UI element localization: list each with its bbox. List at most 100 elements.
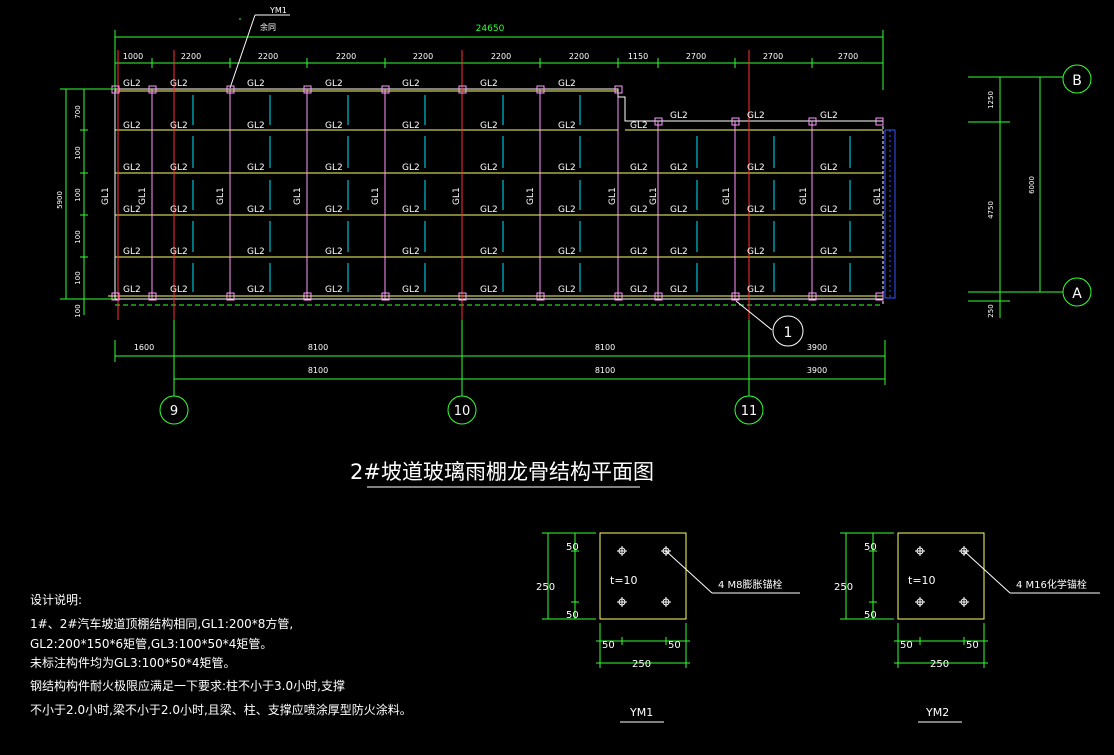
gl1-label: GL1: [873, 187, 883, 205]
gl2-label: GL2: [747, 163, 765, 173]
ym2-detail: t=10 4 M16化学锚栓 50 250 50 50 50 250 YM2: [834, 532, 1100, 723]
gl2-label: GL2: [670, 247, 688, 257]
top-dim-9: 2700: [686, 52, 706, 61]
bottom-dim-2: 8100: [595, 366, 615, 375]
gl2-label: GL2: [247, 163, 265, 173]
ym1-callout: YM1 余同: [229, 6, 290, 89]
gl2-label: GL2: [820, 247, 838, 257]
gl2-label: GL2: [630, 205, 648, 215]
gl2-beams: [115, 129, 883, 258]
gl2-label: GL2: [123, 121, 141, 131]
notes-line: 1#、2#汽车坡道顶棚结构相同,GL1:200*8方管,: [30, 616, 293, 631]
gl2-label: GL2: [123, 285, 141, 295]
axis-10-label: 10: [454, 404, 471, 419]
bottom-dimension-lines: [114, 320, 886, 396]
gl2-label: GL2: [820, 163, 838, 173]
gl2-label: GL2: [630, 285, 648, 295]
top-dim-6: 2200: [491, 52, 511, 61]
axis-bubble-10: 10: [447, 395, 477, 425]
axis-bubble-A: A: [1062, 277, 1092, 307]
design-notes: 设计说明: 1#、2#汽车坡道顶棚结构相同,GL1:200*8方管, GL2:2…: [30, 592, 412, 717]
detail-callout-1: 1: [735, 300, 804, 347]
left-dim: 700: [74, 105, 82, 118]
gl1-columns: [151, 89, 813, 299]
axis-9-label: 9: [170, 404, 178, 419]
gl2-label: GL2: [670, 163, 688, 173]
gl2-labels: GL2 GL2 GL2 GL2 GL2 GL2 GL2 GL2 GL2 GL2 …: [123, 79, 838, 295]
gl1-label: GL1: [101, 187, 111, 205]
ym2-dim-side: 250: [834, 582, 853, 593]
embed-plates: [111, 85, 884, 301]
left-dim: 100: [74, 304, 82, 317]
bottom-dim: 8100: [308, 343, 328, 352]
ym1-dim-bottom: 50: [566, 610, 579, 621]
gl2-label: GL2: [820, 111, 838, 121]
right-dimension-lines: [968, 76, 1063, 318]
yutong-label: 余同: [260, 22, 276, 32]
gl2-label: GL2: [558, 121, 576, 131]
left-dim-labels: 5900 700 100 100 100 100 100: [56, 105, 82, 317]
bottom-dim: 3900: [807, 343, 827, 352]
gl2-label: GL2: [402, 285, 420, 295]
ym1-thickness: t=10: [610, 574, 638, 587]
bottom-dim: 1600: [134, 343, 154, 352]
plan-title: 2#坡道玻璃雨棚龙骨结构平面图: [350, 460, 654, 488]
ym1-callout-label: YM1: [269, 6, 287, 15]
axis-bubble-11: 11: [734, 395, 764, 425]
plan-frame: [108, 88, 896, 306]
left-total-dim: 5900: [56, 191, 64, 209]
ym2-dim-br: 50: [966, 640, 979, 651]
gl2-label: GL2: [747, 247, 765, 257]
left-dim: 100: [74, 230, 82, 243]
gl2-label: GL2: [670, 285, 688, 295]
top-dim-1: 1000: [123, 52, 143, 61]
top-dim-4: 2200: [336, 52, 356, 61]
axis-11-label: 11: [741, 404, 758, 419]
top-dim-2: 2200: [181, 52, 201, 61]
gl1-label: GL1: [799, 187, 809, 205]
red-axis-lines: [117, 50, 750, 320]
top-dim-11: 2700: [838, 52, 858, 61]
gl2-label: GL2: [170, 205, 188, 215]
gl2-label: GL2: [247, 79, 265, 89]
notes-line: GL2:200*150*6矩管,GL3:100*50*4矩管。: [30, 636, 272, 651]
gl2-label: GL2: [247, 285, 265, 295]
notes-line: 钢结构构件耐火极限应满足一下要求:柱不小于3.0小时,支撑: [30, 678, 345, 693]
gl2-label: GL2: [820, 205, 838, 215]
gl2-label: GL2: [670, 111, 688, 121]
ym1-dim-total: 250: [632, 659, 651, 670]
bottom-dim-2: 8100: [308, 366, 328, 375]
gl2-label: GL2: [402, 247, 420, 257]
gl2-label: GL2: [325, 163, 343, 173]
gl2-label: GL2: [247, 247, 265, 257]
ym1-detail: t=10 4 M8膨胀锚栓 50 250 50 50 50 250 YM1: [536, 532, 800, 723]
gl2-label: GL2: [402, 121, 420, 131]
top-dim-5: 2200: [413, 52, 433, 61]
ym1-name: YM1: [629, 706, 653, 719]
gl2-label: GL2: [123, 247, 141, 257]
right-dim: 6000: [1028, 176, 1036, 194]
gl2-label: GL2: [558, 79, 576, 89]
gl1-label: GL1: [526, 187, 536, 205]
gl2-label: GL2: [630, 247, 648, 257]
gl2-label: GL2: [247, 121, 265, 131]
bottom-dim-2: 3900: [807, 366, 827, 375]
top-dim-labels: 1000 2200 2200 2200 2200 2200 2200 1150 …: [123, 52, 858, 61]
ym1-dim-side: 250: [536, 582, 555, 593]
gl2-label: GL2: [402, 205, 420, 215]
gl2-label: GL2: [558, 285, 576, 295]
gl2-label: GL2: [747, 285, 765, 295]
notes-line: 不小于2.0小时,梁不小于2.0小时,且梁、柱、支撑应喷涂厚型防火涂料。: [30, 702, 412, 717]
bottom-dim-labels: 1600 8100 8100 3900 8100 8100 3900: [134, 343, 827, 375]
gl2-label: GL2: [170, 285, 188, 295]
ym1-dim-top: 50: [566, 542, 579, 553]
gl2-label: GL2: [480, 205, 498, 215]
detail-1-label: 1: [784, 325, 793, 341]
gl2-label: GL2: [402, 79, 420, 89]
notes-heading: 设计说明:: [30, 592, 82, 607]
gl1-label: GL1: [293, 187, 303, 205]
gl2-label: GL2: [247, 205, 265, 215]
gl2-label: GL2: [480, 163, 498, 173]
ym2-anchor-note: 4 M16化学锚栓: [1016, 578, 1087, 591]
